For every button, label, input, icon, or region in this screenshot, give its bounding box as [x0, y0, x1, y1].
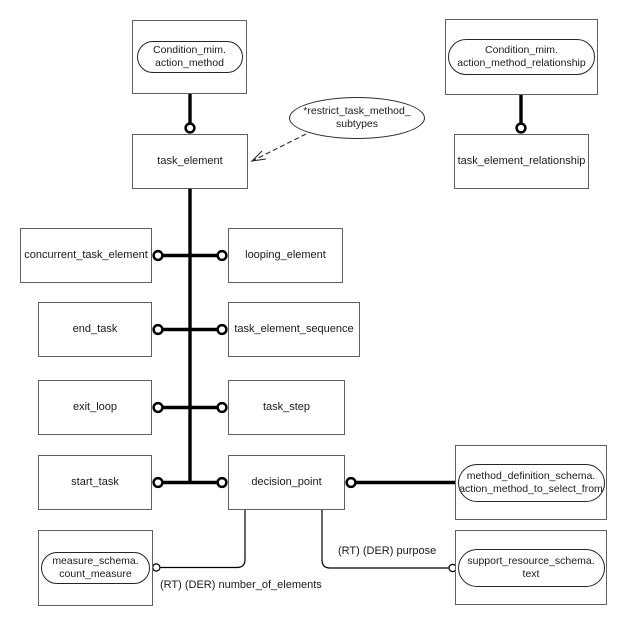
attribute-circles	[152, 563, 457, 573]
entity-label: concurrent_task_element	[24, 249, 148, 261]
note-arrow	[250, 133, 307, 162]
entity-task-element-relationship: task_element_relationship	[454, 134, 589, 189]
entity-task-element-sequence: task_element_sequence	[228, 302, 360, 357]
entity-box-measure-count-measure: measure_schema. count_measure	[38, 530, 153, 606]
entity-label: looping_element	[245, 249, 326, 261]
entity-label: decision_point	[251, 476, 322, 488]
entity-label: task_element	[157, 155, 223, 167]
entity-box-condition-action-method: Condition_mim. action_method	[132, 20, 247, 94]
entity-task-step: task_step	[228, 380, 345, 435]
ref-stadium-condition-action-method: Condition_mim. action_method	[136, 41, 243, 73]
note-ellipse-restrict-task-method-subtypes: *restrict_task_method_ subtypes	[289, 97, 425, 139]
entity-concurrent-task-element: concurrent_task_element	[20, 228, 152, 283]
entity-task-element: task_element	[132, 134, 248, 189]
entity-label: end_task	[72, 323, 118, 335]
open-arrowhead	[250, 150, 267, 162]
ref-label-line2: text	[522, 567, 540, 580]
ref-label-line1: measure_schema.	[52, 555, 139, 567]
entity-box-condition-action-method-relationship: Condition_mim. action_method_relationshi…	[445, 19, 598, 95]
ref-label-line2: action_method_relationship	[457, 57, 586, 69]
entity-label: start_task	[71, 476, 119, 488]
attribute-lines	[160, 510, 449, 569]
ref-label-line2: action_method	[155, 57, 224, 69]
supertype-lines	[158, 94, 523, 485]
ref-label-line2: count_measure	[59, 568, 132, 580]
edge-number-of-elements	[160, 510, 246, 569]
entity-looping-element: looping_element	[228, 228, 343, 283]
ref-stadium-measure-count-measure: measure_schema. count_measure	[41, 552, 150, 584]
ref-label-line1: Condition_mim.	[153, 44, 226, 56]
entity-label: task_element_relationship	[457, 155, 586, 167]
edge-purpose	[321, 510, 449, 569]
entity-decision-point: decision_point	[228, 455, 345, 510]
ref-stadium-method-action-method-to-select-from: method_definition_schema. action_method_…	[457, 463, 605, 502]
entity-box-method-action-method-to-select-from: method_definition_schema. action_method_…	[455, 445, 607, 520]
entity-end-task: end_task	[38, 302, 152, 357]
ref-stadium-support-resource-text: support_resource_schema. text	[457, 548, 605, 587]
ref-stadium-condition-action-method-relationship: Condition_mim. action_method_relationshi…	[448, 39, 595, 75]
entity-exit-loop: exit_loop	[38, 380, 152, 435]
note-line2: subtypes	[335, 118, 379, 130]
ref-label-line1: method_definition_schema.	[466, 469, 596, 482]
entity-label: task_element_sequence	[234, 323, 354, 335]
dashed-line	[252, 133, 307, 161]
entity-label: exit_loop	[72, 401, 118, 413]
ref-label-line1: support_resource_schema.	[467, 554, 595, 567]
ref-label-line2: action_method_to_select_from	[459, 482, 603, 495]
entity-box-support-resource-text: support_resource_schema. text	[455, 530, 607, 605]
edge-label-purpose: (RT) (DER) purpose	[338, 545, 437, 557]
entity-label: task_step	[262, 401, 311, 413]
note-line1: *restrict_task_method_	[303, 105, 411, 117]
relation-circles	[152, 122, 527, 489]
entity-start-task: start_task	[38, 455, 152, 510]
edge-label-number-of-elements: (RT) (DER) number_of_elements	[160, 579, 322, 591]
ref-label-line1: Condition_mim.	[485, 44, 558, 56]
